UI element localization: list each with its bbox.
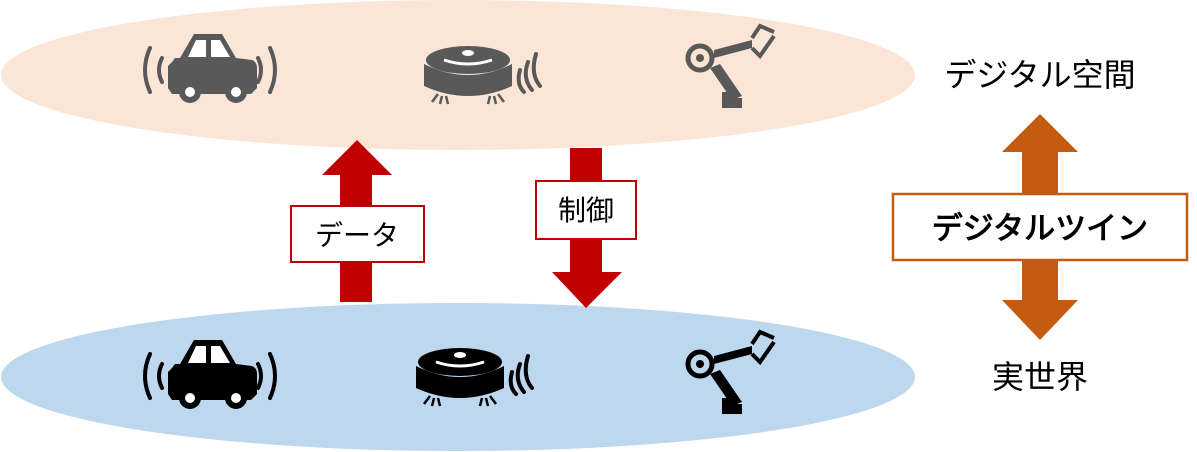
control-label: 制御 — [558, 194, 614, 227]
digital-space-label: デジタル空間 — [944, 56, 1135, 94]
digital-twin-label-box — [891, 192, 1189, 262]
real-world-label: 実世界 — [992, 358, 1088, 396]
digital-twin-label: デジタルツイン — [932, 211, 1148, 247]
data-label-box — [290, 205, 425, 263]
data-label: データ — [315, 219, 399, 252]
control-label-box — [535, 180, 637, 240]
